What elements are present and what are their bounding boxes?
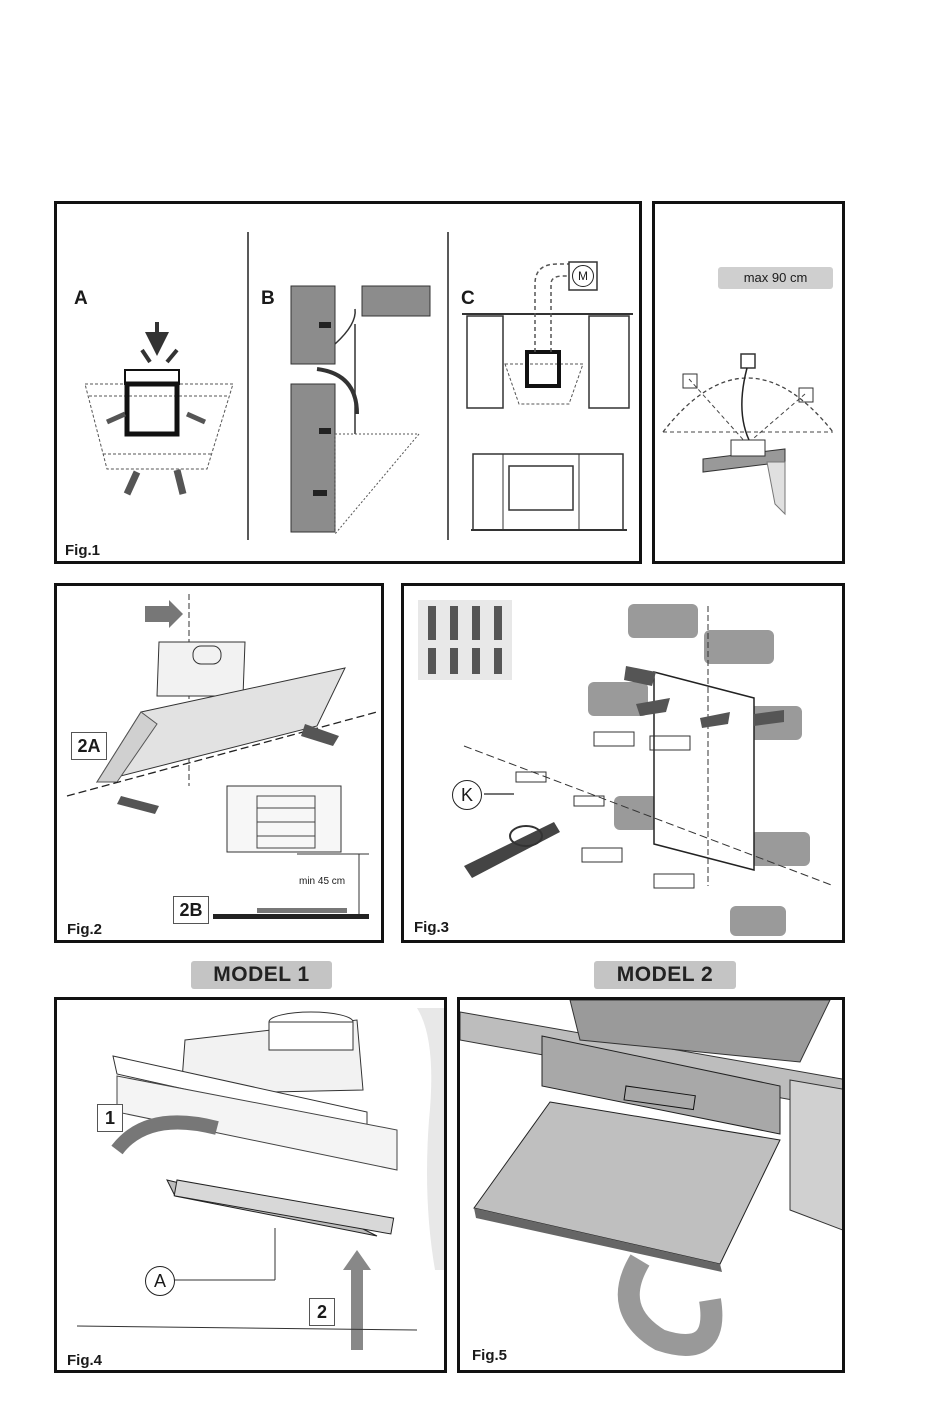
model2-label: MODEL 2	[594, 961, 736, 989]
fig2-panel: 2A 2B min 45 cm Fig.2	[54, 583, 384, 943]
step2-label: 2	[309, 1298, 335, 1326]
part-a-label: A	[145, 1266, 175, 1296]
fig4-caption: Fig.4	[67, 1352, 102, 1369]
max-distance-badge: max 90 cm	[718, 267, 833, 289]
fig1-side-drawing	[655, 204, 845, 564]
fig5-drawing	[460, 1000, 845, 1373]
section-a-label: A	[74, 288, 88, 310]
min-distance-label: min 45 cm	[299, 876, 345, 887]
fig1-caption: Fig.1	[65, 542, 100, 559]
label-2a: 2A	[71, 732, 107, 760]
section-c-label: C	[461, 288, 475, 310]
fig3-caption: Fig.3	[414, 919, 449, 936]
fig4-panel: 1 2 A Fig.4	[54, 997, 447, 1373]
step1-label: 1	[97, 1104, 123, 1132]
fig4-drawing	[57, 1000, 447, 1373]
fig3-drawing	[404, 586, 845, 943]
label-2b: 2B	[173, 896, 209, 924]
fig1-side-panel: max 90 cm	[652, 201, 845, 564]
fig1-panel: A B C M Fig.1	[54, 201, 642, 564]
fig5-panel: Fig.5	[457, 997, 845, 1373]
fig1-drawing	[57, 204, 642, 564]
section-b-label: B	[261, 288, 275, 310]
motor-label: M	[572, 265, 594, 287]
fig3-panel: K Fig.3	[401, 583, 845, 943]
fig2-caption: Fig.2	[67, 921, 102, 938]
fig2-drawing	[57, 586, 384, 943]
k-label: K	[452, 780, 482, 810]
fig5-caption: Fig.5	[472, 1347, 507, 1364]
model1-label: MODEL 1	[191, 961, 332, 989]
